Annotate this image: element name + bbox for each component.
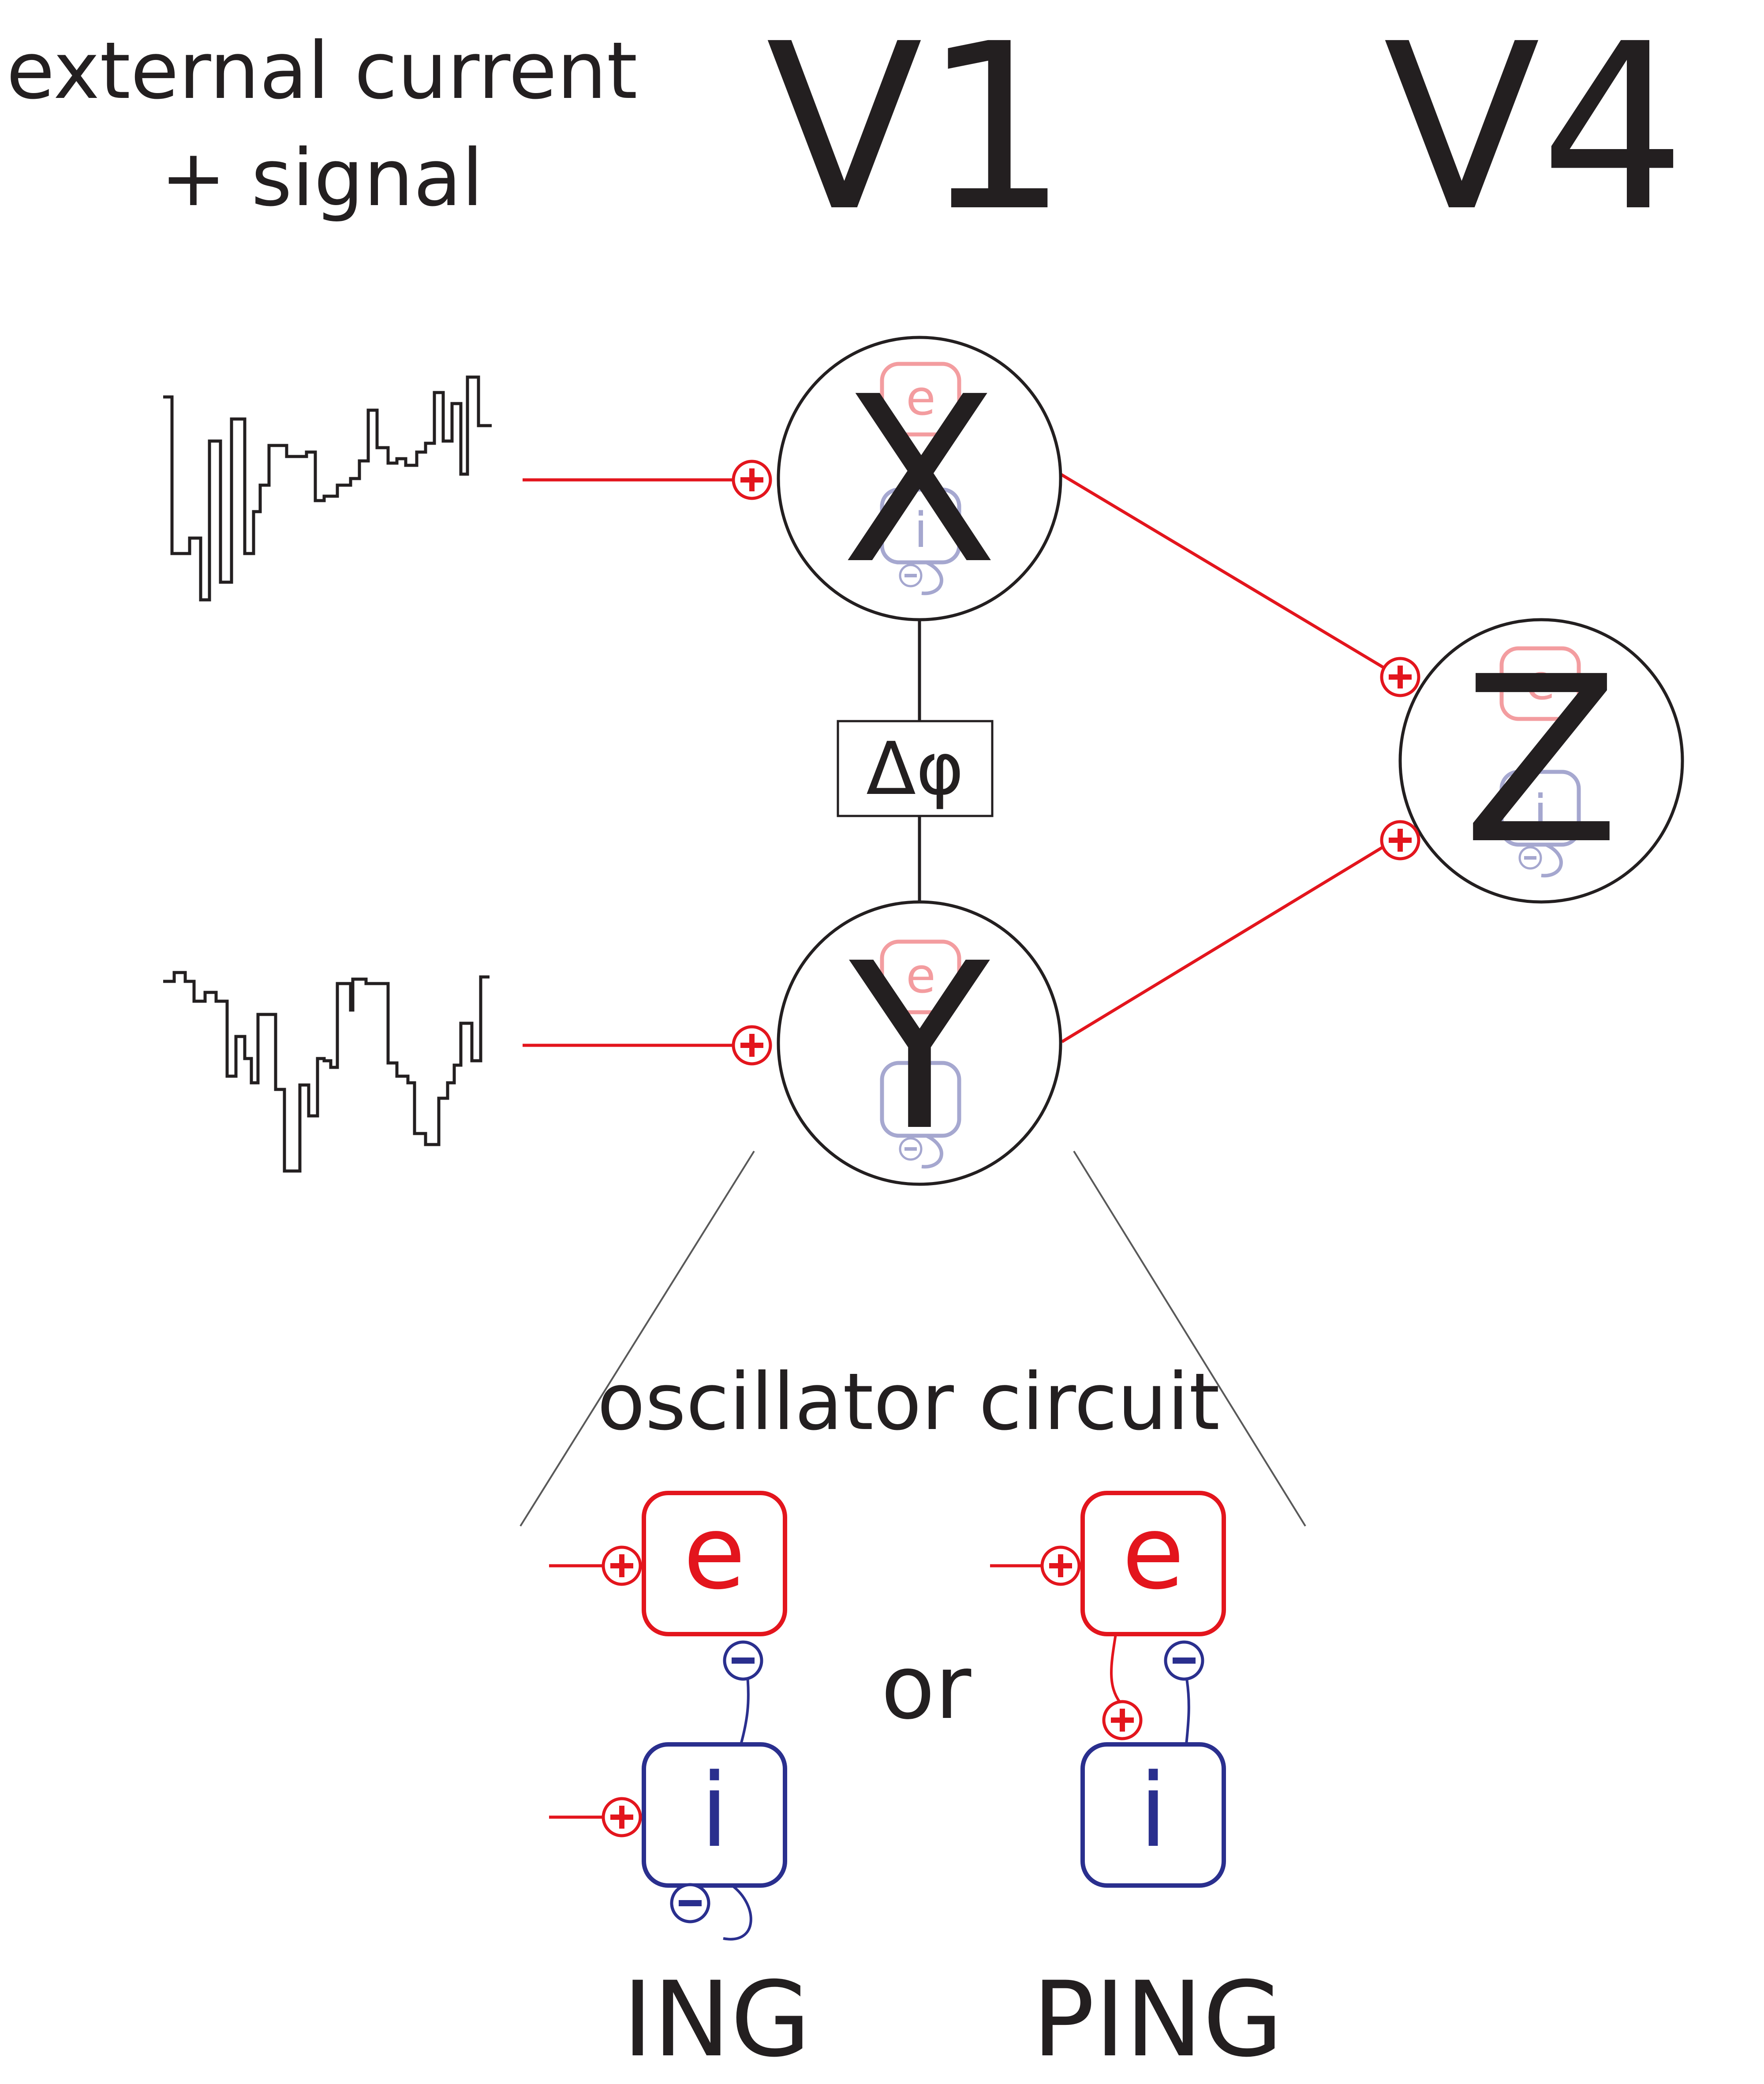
v1-area-label: V1 [766,0,1069,262]
synapse-plus-input-y [733,1027,770,1064]
node-x-icon-e: e [906,370,936,426]
input-label-line2: + signal [161,132,483,224]
synapse-plus-x-to-z [1382,658,1419,696]
input-signal-trace-y [163,971,490,1173]
node-x-icon-i: i [914,502,928,558]
ping-circuit: e i PING [990,1491,1283,2080]
synapse-plus-input-x [733,461,770,498]
node-z-label: Z [1463,627,1620,894]
phase-difference-label: Δφ [866,726,964,811]
ing-e-to-i-inhibition [725,1642,762,1679]
ing-excitatory-cell [642,1491,787,1636]
ping-inhibitory-cell [1080,1742,1226,1888]
zoom-line-left [519,1150,755,1527]
ing-e-label: e [683,1494,746,1612]
zoom-line-right [1073,1150,1306,1527]
ing-label: ING [622,1960,811,2080]
input-label-line1: external current [6,25,637,116]
ping-i-to-e-inhibition [1166,1642,1203,1679]
node-y-label: Y [846,914,993,1181]
node-y: e i Y [777,900,1062,1186]
or-label: or [881,1636,972,1739]
node-z-circuit-icon: e i [1499,646,1581,878]
ping-i-label: i [1139,1752,1167,1870]
node-x-label: X [841,347,998,614]
ping-e-to-i-excitation [1104,1702,1141,1739]
ing-circuit: e i ING [549,1491,811,2080]
ping-excitatory-cell [1080,1491,1226,1636]
ping-e-label: e [1122,1494,1185,1612]
synapse-plus-y-to-z [1382,822,1419,859]
v4-area-label: V4 [1383,0,1686,262]
node-y-icon-i: i [914,1075,928,1132]
input-signal-trace-x [163,375,492,602]
projection-y-to-z [1061,845,1386,1043]
node-y-circuit-icon: e i [880,939,961,1169]
node-x: e i X [777,336,1062,621]
node-z-icon-i: i [1534,784,1547,841]
projection-x-to-z [1060,472,1386,670]
oscillator-circuit-title: oscillator circuit [597,1356,1220,1448]
node-z: e i Z [1398,618,1684,904]
ping-label: PING [1032,1960,1283,2080]
phase-difference-box [837,720,994,817]
node-y-icon-e: e [906,947,936,1004]
ing-self-inhibition [672,1885,709,1922]
ing-inhibitory-cell [642,1742,787,1888]
node-x-circuit-icon: e i [880,362,961,595]
ing-i-label: i [700,1752,729,1870]
node-z-icon-e: e [1525,654,1555,711]
